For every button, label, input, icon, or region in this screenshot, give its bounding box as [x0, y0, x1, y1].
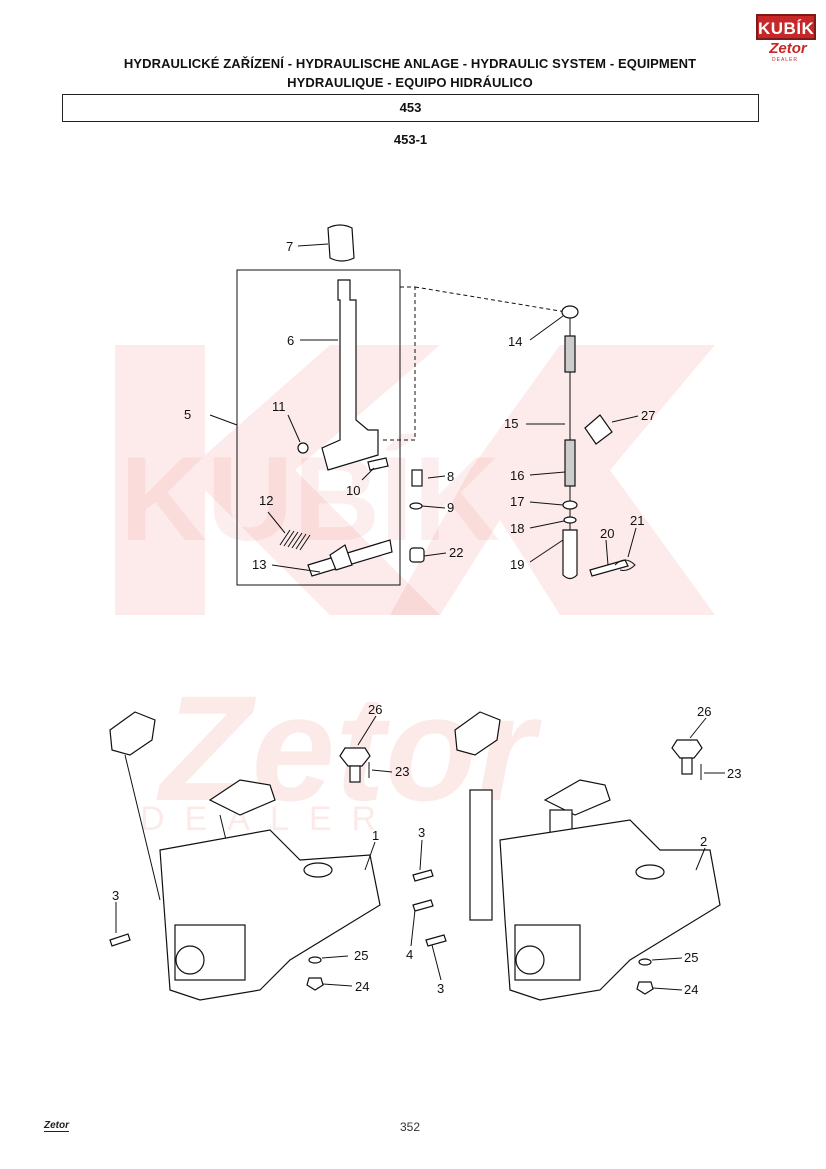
callout-4: 4: [406, 947, 413, 962]
washer-18-part: [563, 516, 577, 524]
callout-2: 2: [700, 834, 707, 849]
bottom-left-assembly: [109, 711, 393, 1001]
page-subtitle: HYDRAULIQUE - EQUIPO HIDRÁULICO: [287, 75, 533, 90]
bushing-part: [409, 547, 425, 563]
callout-23-left: 23: [395, 764, 409, 779]
pin-part: [589, 559, 629, 577]
leader-lines: [209, 243, 639, 573]
clip-part: [614, 559, 636, 571]
callout-20: 20: [600, 526, 614, 541]
lever-part: [321, 279, 379, 471]
bottom-right-assembly: [410, 711, 725, 1001]
callout-5: 5: [184, 407, 191, 422]
callout-14: 14: [508, 334, 522, 349]
callout-1: 1: [372, 828, 379, 843]
bottom-left-callouts: 26 23 1 3 25 24: [112, 702, 409, 994]
spring-part: [279, 529, 311, 551]
logo-top-text: KUBÍK: [756, 14, 816, 40]
callout-6: 6: [287, 333, 294, 348]
callout-11: 11: [272, 399, 286, 414]
page-number: 352: [399, 1120, 421, 1134]
bolt-8-part: [411, 469, 423, 487]
callout-27: 27: [641, 408, 655, 423]
bottom-right-callouts: 26 23 3 2 4 3 25 24: [406, 704, 741, 997]
callout-8: 8: [447, 469, 454, 484]
callout-24-left: 24: [355, 979, 369, 994]
kubik-zetor-logo: KUBÍK Zetor DEALER: [756, 14, 816, 66]
subsection-number: 453-1: [393, 132, 428, 147]
callout-16: 16: [510, 468, 524, 483]
logo-brand: Zetor: [769, 40, 807, 57]
nut-part: [297, 442, 309, 454]
assembly-group-frame: [236, 269, 401, 586]
callout-3-right-top: 3: [418, 825, 425, 840]
clevis-part: [562, 529, 578, 580]
thread-lower-part: [564, 439, 576, 487]
callout-7: 7: [286, 239, 293, 254]
callout-24-right: 24: [684, 982, 698, 997]
callout-17: 17: [510, 494, 524, 509]
callout-12: 12: [259, 493, 273, 508]
bolt-part: [367, 457, 389, 471]
leader-dashed: [380, 286, 416, 441]
callout-22: 22: [449, 545, 463, 560]
callout-23-right: 23: [727, 766, 741, 781]
callout-10: 10: [346, 483, 360, 498]
section-number-box: [62, 94, 759, 122]
page-title: HYDRAULICKÉ ZAŘÍZENÍ - HYDRAULISCHE ANLA…: [123, 56, 697, 71]
watermark-text: KUBÍK: [120, 432, 500, 566]
callout-3-left: 3: [112, 888, 119, 903]
nut-17-part: [562, 500, 578, 510]
callout-3-right-bottom: 3: [437, 981, 444, 996]
callout-18: 18: [510, 521, 524, 536]
logo-dealer: DEALER: [772, 57, 799, 63]
callout-13: 13: [252, 557, 266, 572]
callout-26-right: 26: [697, 704, 711, 719]
thread-part: [564, 335, 576, 373]
washer-part: [409, 502, 423, 510]
section-number: 453: [399, 100, 422, 115]
callout-19: 19: [510, 557, 524, 572]
top-callouts: 7 6 5 11 10 8 9 12 13 22 14 15 27 16 17 …: [184, 239, 655, 572]
callout-25-left: 25: [354, 948, 368, 963]
callout-9: 9: [447, 500, 454, 515]
bracket-part: [584, 414, 613, 445]
callout-15: 15: [504, 416, 518, 431]
knob-part: [327, 224, 355, 262]
rod-end-part: [561, 305, 579, 319]
callout-26-left: 26: [368, 702, 382, 717]
footer-logo: Zetor: [44, 1120, 69, 1132]
callout-21: 21: [630, 513, 644, 528]
callout-25-right: 25: [684, 950, 698, 965]
